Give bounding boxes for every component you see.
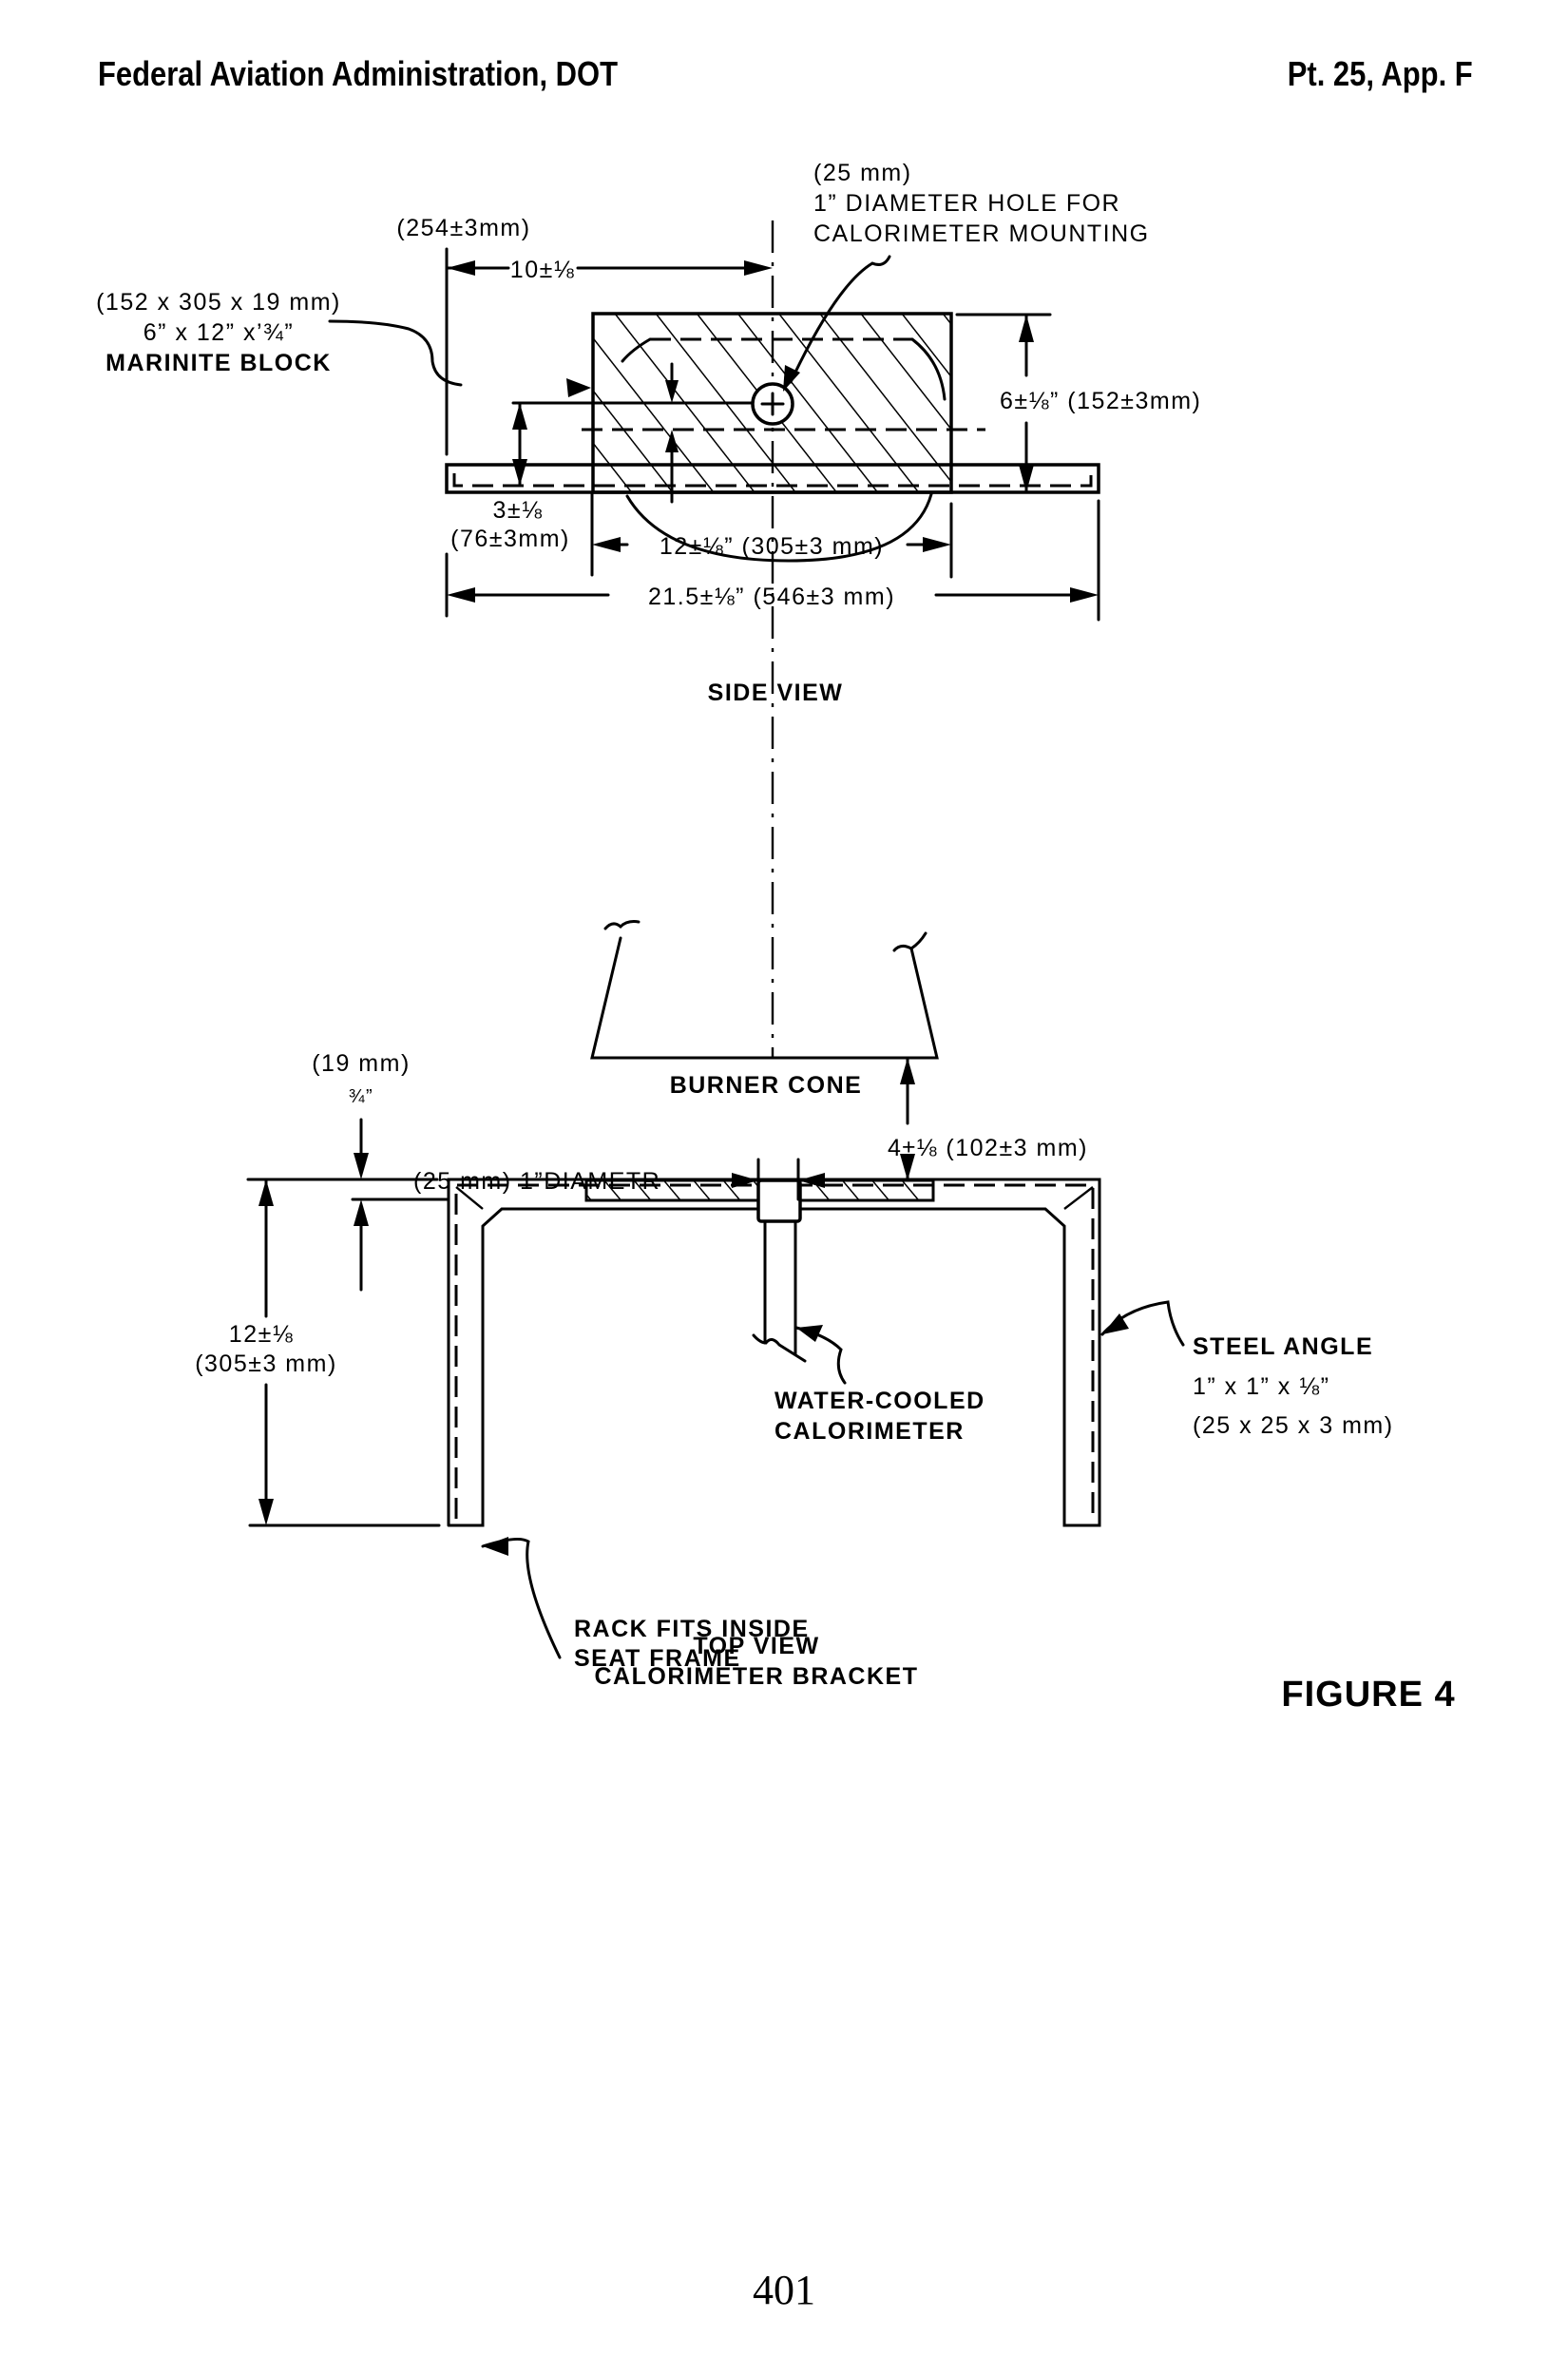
calorimeter-line-1: WATER-COOLED	[774, 1388, 985, 1414]
curved-leader	[625, 492, 933, 563]
calorimeter-head	[756, 1178, 802, 1223]
holder-plate	[445, 463, 1100, 494]
diameter-note: (25 mm) 1”DIAMETR	[413, 1168, 660, 1195]
dim-3-mm: (76±3mm)	[450, 526, 570, 552]
rack-line-1: RACK FITS INSIDE	[574, 1616, 810, 1642]
arrow-left-icon	[447, 260, 475, 276]
side-view-title: SIDE VIEW	[708, 680, 844, 706]
dim-21-5: 21.5±⅛” (546±3 mm)	[648, 584, 895, 610]
dim-6: 6±⅛” (152±3mm)	[1000, 388, 1201, 414]
dim-10-inch: 10±⅛	[510, 257, 575, 283]
dim-19-mm: (19 mm)	[312, 1050, 411, 1077]
burner-cone-outline	[590, 936, 939, 1060]
break-line	[752, 1333, 807, 1363]
page-number: 401	[753, 2267, 815, 2313]
running-header-title: Federal Aviation Administration, DOT	[98, 54, 619, 93]
burner-cone: BURNER CONE 4±⅛ (102±3 mm)	[590, 920, 1088, 1182]
calorimeter-leader	[794, 1326, 847, 1385]
top-view-title-2: CALORIMETER BRACKET	[595, 1663, 919, 1690]
dim-19-inch: ¾”	[349, 1086, 373, 1107]
hole-note-line-1: (25 mm)	[813, 160, 912, 186]
calorimeter-line-2: CALORIMETER	[774, 1418, 965, 1445]
side-view: (254±3mm) 10±⅛ (25 mm) 1” DIAMETER HOLE …	[96, 160, 1201, 1057]
arrow-right-icon	[744, 260, 773, 276]
hole-note-line-3: CALORIMETER MOUNTING	[813, 220, 1150, 247]
running-header-section: Pt. 25, App. F	[1288, 54, 1473, 93]
steel-angle-line-2: 1” x 1” x ⅛”	[1193, 1373, 1329, 1400]
steel-angle-line-1: STEEL ANGLE	[1193, 1333, 1373, 1360]
dim-10-mm: (254±3mm)	[396, 215, 530, 241]
dim-12-vertical-inch: 12±⅛	[229, 1321, 294, 1348]
hidden-line	[452, 473, 1093, 488]
dim-3-inch: 3±⅛	[493, 497, 544, 524]
rack-leader	[481, 1537, 562, 1659]
top-view-title-1: TOP VIEW	[693, 1633, 819, 1659]
figure-label: FIGURE 4	[1281, 1675, 1455, 1715]
rack-line-2: SEAT FRAME	[574, 1645, 741, 1672]
block-note-line-1: (152 x 305 x 19 mm)	[96, 289, 341, 316]
dim-12: 12±⅛” (305±3 mm)	[660, 533, 884, 560]
block-leader	[328, 319, 463, 387]
block-note-line-3: MARINITE BLOCK	[105, 350, 332, 376]
burner-cone-label: BURNER CONE	[670, 1072, 863, 1099]
block-note-line-2: 6” x 12” x’¾”	[143, 319, 294, 346]
steel-angle-frame	[447, 1178, 1101, 1527]
hole-leader	[789, 255, 891, 384]
dim-4: 4±⅛ (102±3 mm)	[888, 1135, 1088, 1161]
dim-12-vertical-mm: (305±3 mm)	[195, 1351, 337, 1377]
top-view: (19 mm) ¾” 12±⅛ (305±3 mm)	[195, 1050, 1394, 1690]
steel-angle-line-3: (25 x 25 x 3 mm)	[1193, 1412, 1394, 1439]
hole-note-line-2: 1” DIAMETER HOLE FOR	[813, 190, 1120, 217]
